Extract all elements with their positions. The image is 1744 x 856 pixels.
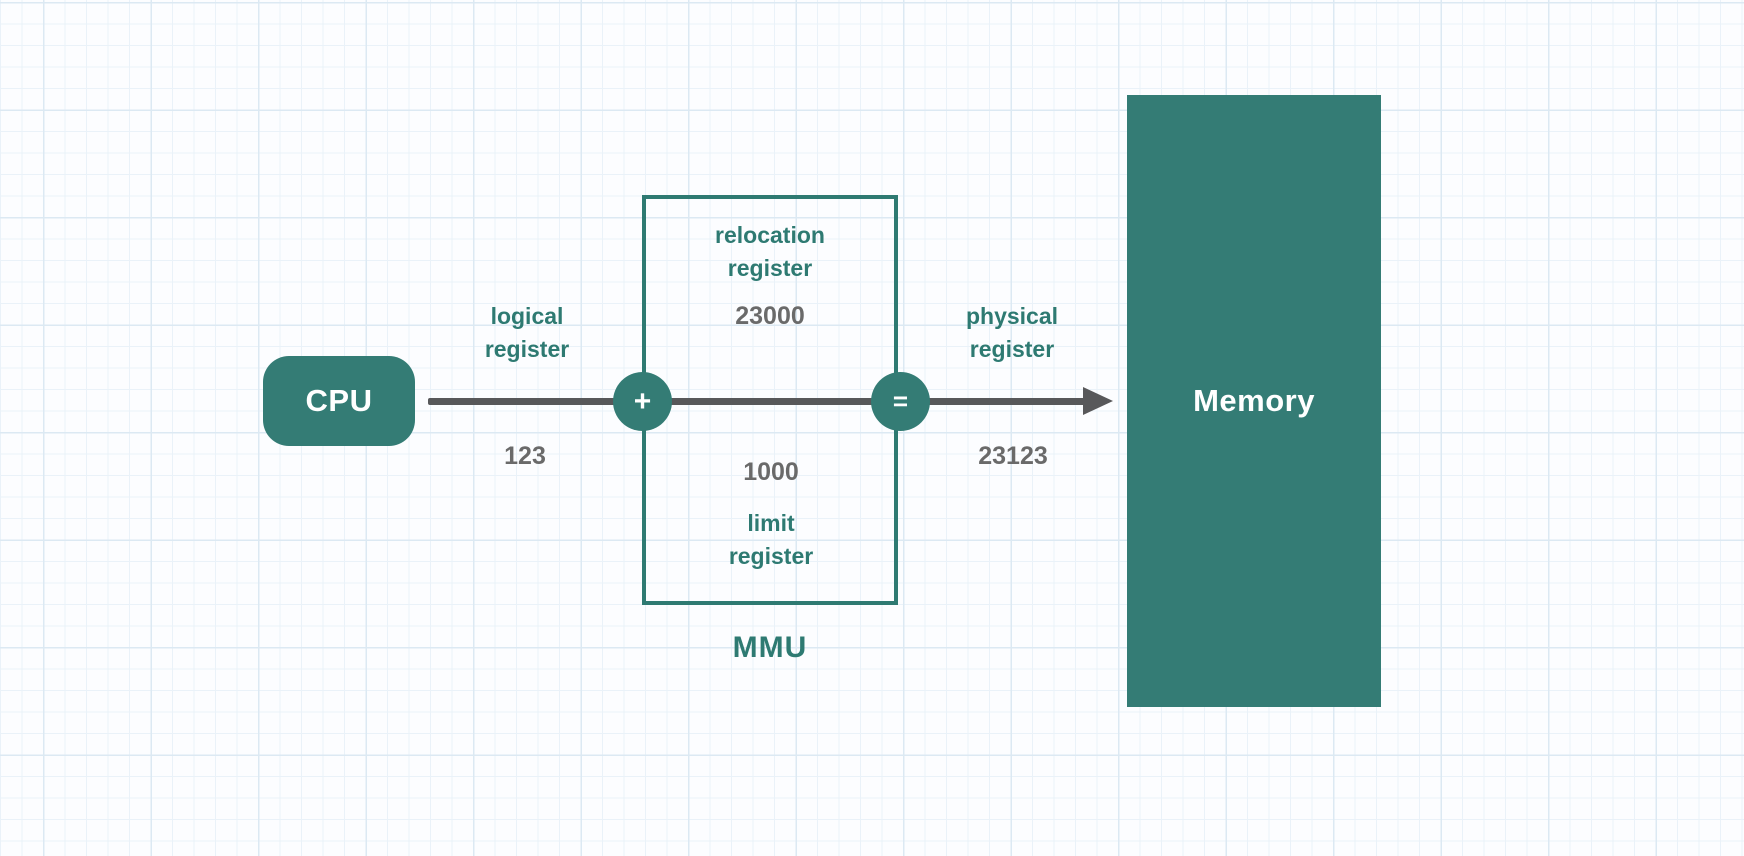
cpu-node: CPU <box>263 356 415 446</box>
relocation-register-value: 23000 <box>735 302 805 330</box>
limit-register-value: 1000 <box>743 458 799 486</box>
logical-address-value: 123 <box>504 442 546 470</box>
logical-register-label: logical register <box>484 303 570 362</box>
equals-operator-icon: = <box>871 372 930 431</box>
memory-node-label: Memory <box>1193 383 1315 418</box>
equals-operator-glyph: = <box>892 386 909 416</box>
cpu-node-label: CPU <box>305 383 373 418</box>
plus-operator-glyph: + <box>633 384 652 418</box>
plus-operator-icon: + <box>613 372 672 431</box>
mmu-caption: MMU <box>732 631 808 664</box>
physical-register-label: physical register <box>965 303 1059 362</box>
address-bus-line <box>428 398 1085 405</box>
relocation-register-label: relocation register <box>715 222 825 281</box>
physical-address-value: 23123 <box>978 442 1048 470</box>
memory-node: Memory <box>1127 95 1381 707</box>
limit-register-label: limit register <box>728 510 814 569</box>
arrowhead-icon <box>1083 387 1113 415</box>
